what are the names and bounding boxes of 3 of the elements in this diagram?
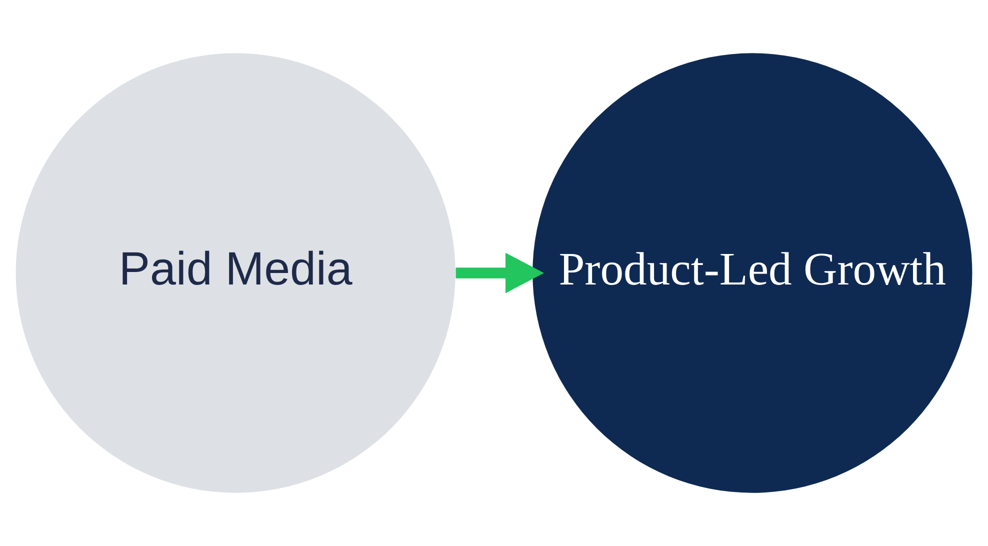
node-circle: Product-Led Growth: [532, 53, 972, 493]
arrow: [456, 252, 544, 294]
node-circle: Paid Media: [16, 53, 456, 493]
